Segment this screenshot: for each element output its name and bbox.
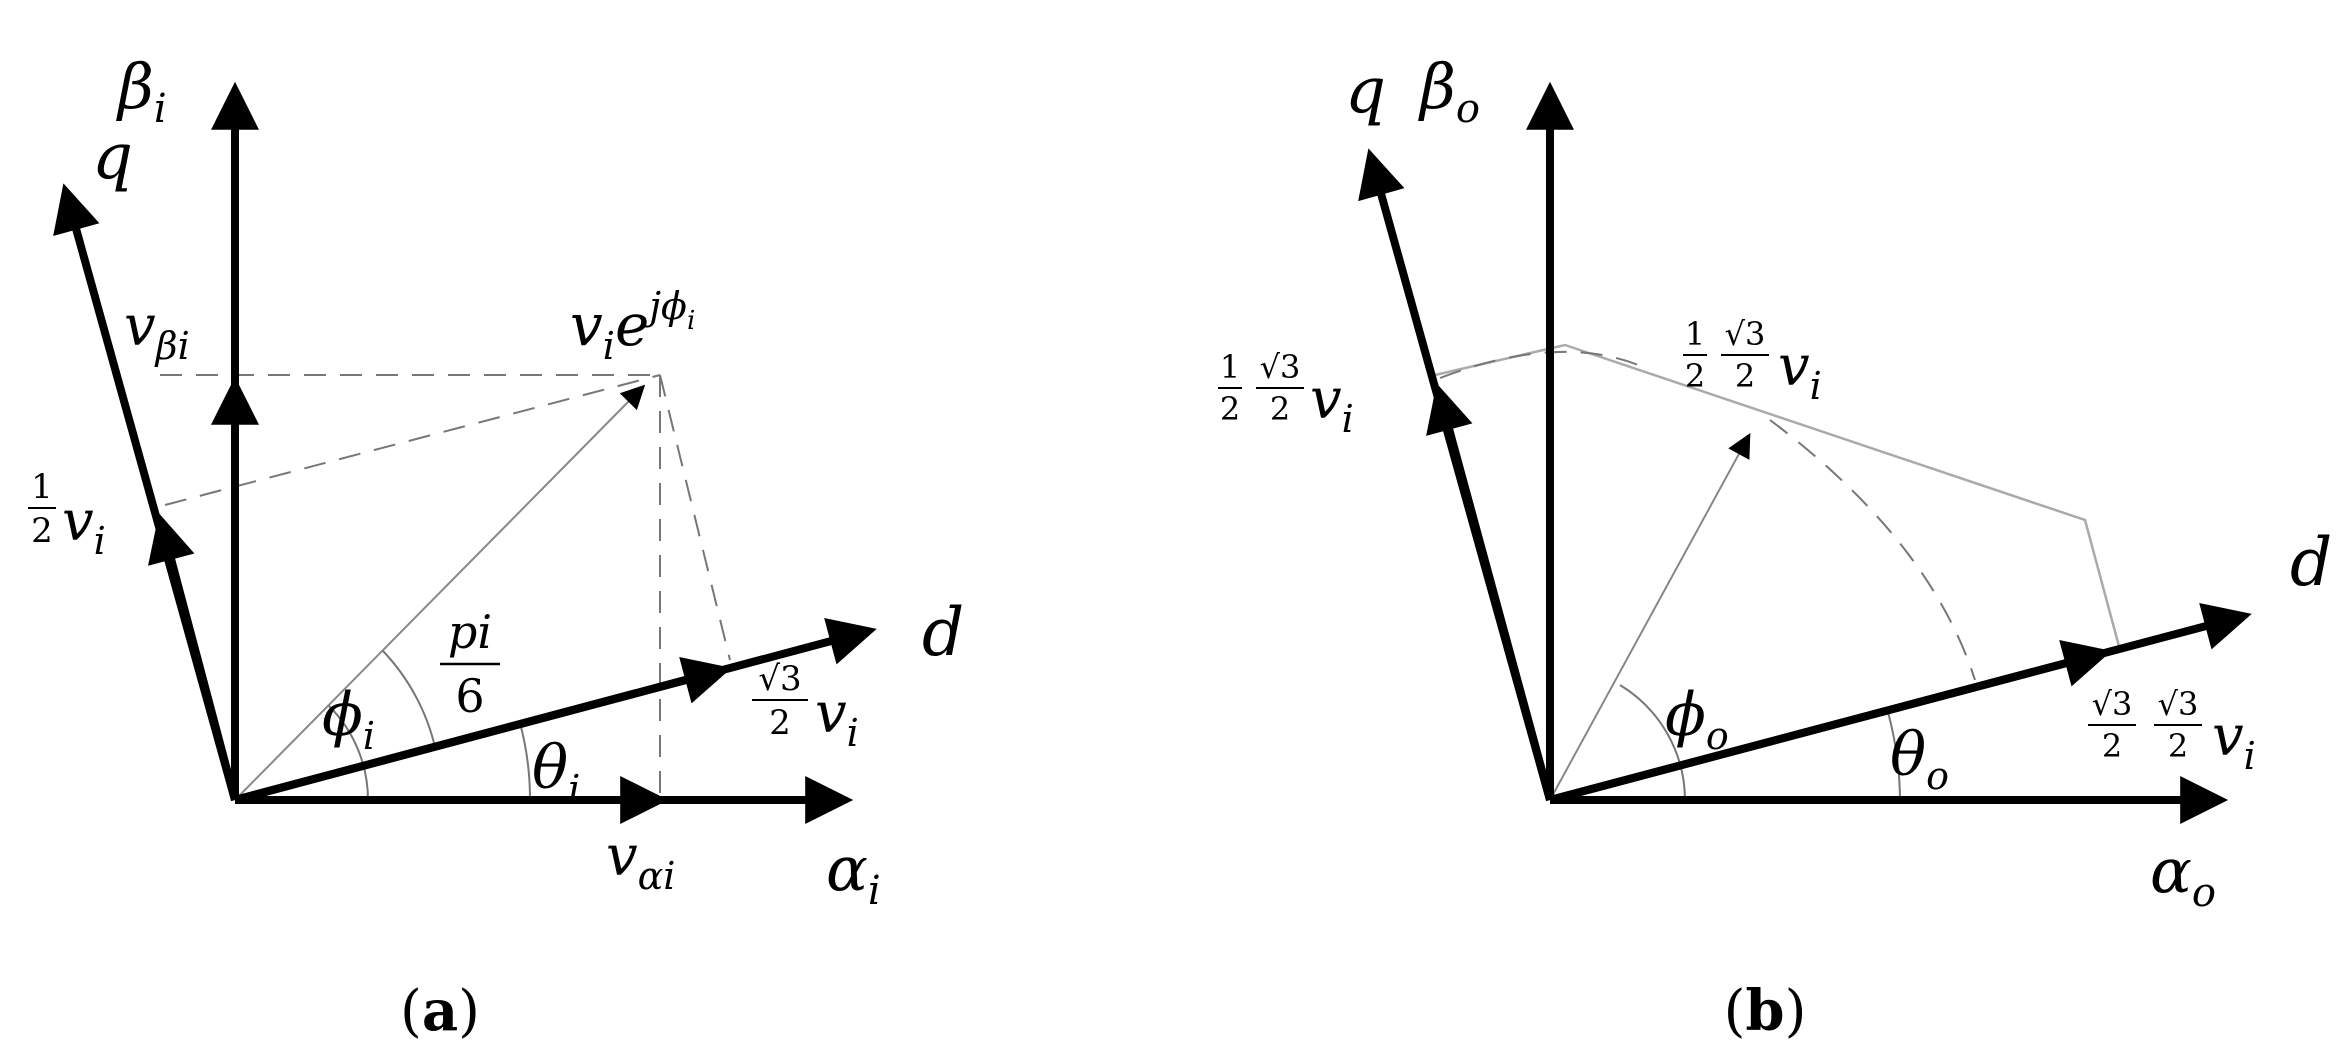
phi-label-b: ϕo: [1665, 680, 1729, 758]
resultant-vector: [234, 384, 646, 801]
svg-text:√3: √3: [1725, 315, 1766, 353]
svg-text:vi: vi: [1778, 334, 1822, 408]
arc-theta-b: [1887, 711, 1901, 801]
beta-axis-label-b: βo: [1418, 50, 1480, 132]
svg-text:2: 2: [1685, 357, 1705, 395]
theta-label-b: θo: [1890, 720, 1949, 798]
arc-phi: [328, 705, 369, 801]
q-component: [148, 513, 239, 802]
d-axis-label: d: [922, 594, 964, 671]
vector-label: viejϕi: [570, 284, 695, 368]
svg-text:vi: vi: [815, 681, 859, 755]
svg-text:1: 1: [1685, 315, 1705, 353]
arc-pi6: [382, 650, 436, 748]
sqrt3-vi-label: √3 2 vi: [752, 659, 859, 755]
svg-text:1: 1: [1220, 348, 1240, 386]
svg-text:2: 2: [1735, 357, 1755, 395]
svg-text:1: 1: [31, 467, 53, 507]
q-component-b: [1426, 383, 1554, 802]
svg-text:2: 2: [2102, 727, 2122, 765]
caption-a: (a): [400, 978, 480, 1044]
dash-arc: [1439, 350, 1651, 379]
dash-q-projection: [164, 374, 661, 506]
grey-outline: [1434, 343, 2122, 651]
panel-a: βi q d αi vβi vαi viejϕi 1 2 vi √3 2 vi …: [28, 50, 964, 1044]
beta-axis-label: βi: [116, 50, 167, 132]
v-beta-label: vβi: [124, 294, 190, 368]
theta-label: θi: [532, 733, 580, 811]
d-axis-label-b: d: [2290, 524, 2332, 601]
svg-text:vi: vi: [1310, 367, 1354, 441]
q-axis-label: q: [92, 120, 133, 194]
alpha-axis-label: αi: [826, 832, 881, 914]
caption-b: (b): [1724, 978, 1807, 1044]
d-component: [233, 657, 732, 804]
right-label-b: √3 2 √3 2 vi: [2088, 685, 2256, 778]
svg-text:2: 2: [2168, 727, 2188, 765]
d-component-b: [1548, 640, 2112, 804]
svg-text:vi: vi: [62, 489, 106, 563]
svg-text:2: 2: [31, 511, 53, 551]
svg-text:6: 6: [455, 669, 484, 723]
svg-text:√3: √3: [2158, 685, 2199, 723]
svg-text:2: 2: [1220, 390, 1240, 428]
svg-text:√3: √3: [758, 659, 801, 699]
svg-text:pi: pi: [448, 605, 492, 659]
half-vi-label: 1 2 vi: [28, 467, 106, 563]
svg-text:2: 2: [1270, 390, 1290, 428]
phi-label: ϕi: [322, 680, 375, 758]
left-label-b: 1 2 √3 2 vi: [1218, 348, 1354, 441]
q-axis-label-b: q: [1345, 54, 1386, 128]
v-alpha-label: vαi: [606, 824, 675, 898]
pi6-label: pi 6: [440, 605, 500, 723]
arc-theta: [519, 722, 532, 801]
svg-text:2: 2: [769, 703, 791, 743]
dash-d-projection: [659, 374, 731, 661]
dash-arc-2: [1769, 419, 1976, 681]
svg-text:vi: vi: [2212, 704, 2256, 778]
svg-text:√3: √3: [1260, 348, 1301, 386]
top-label-b: 1 2 √3 2 vi: [1683, 315, 1822, 408]
panel-b: q βo d αo 1 2 √3 2 vi 1 2 √3 2 vi √3 2: [1218, 50, 2332, 1044]
svg-text:√3: √3: [2092, 685, 2133, 723]
resultant-vector-b: [1549, 433, 1751, 801]
alpha-axis-label-b: αo: [2150, 834, 2216, 916]
arc-phi-b: [1619, 684, 1686, 801]
